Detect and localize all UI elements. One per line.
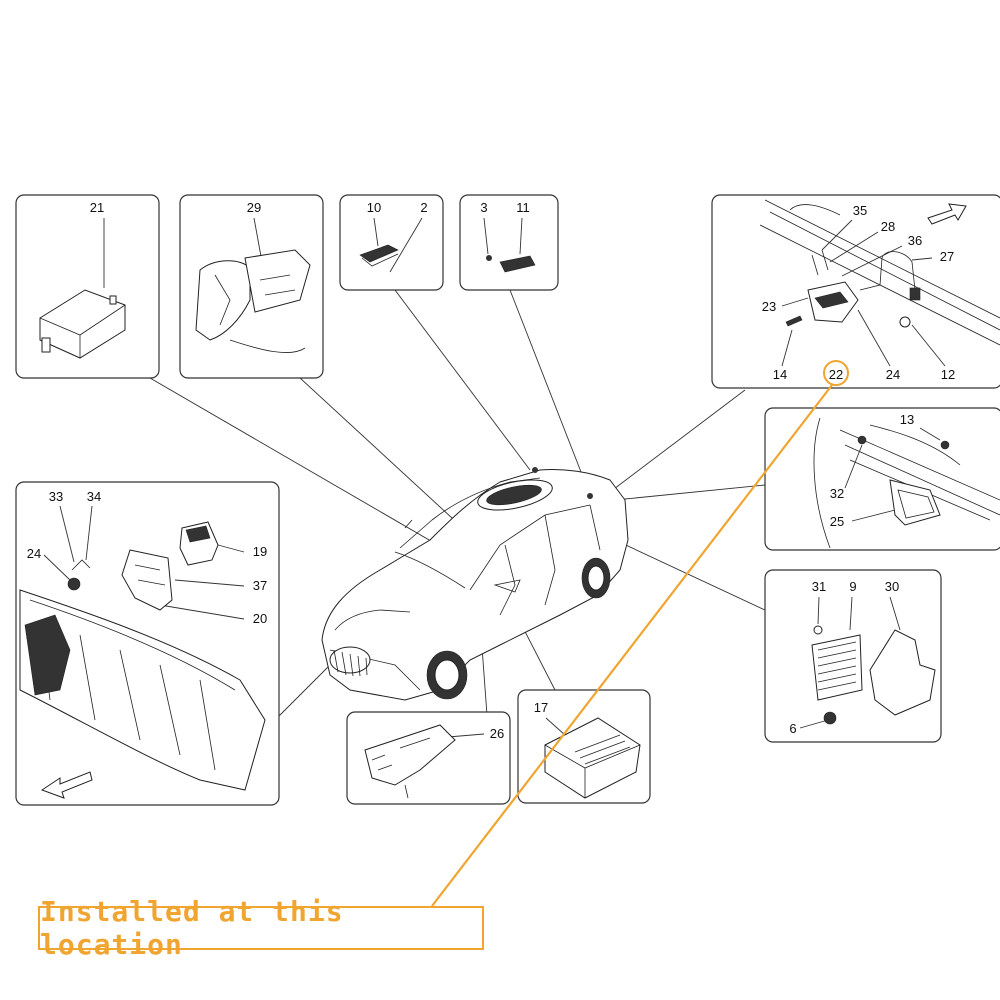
part-label-25: 25 (830, 514, 844, 529)
part-label-11: 11 (516, 200, 530, 215)
part-label-14: 14 (773, 367, 787, 382)
part-label-34: 34 (87, 489, 101, 504)
part-label-22: 22 (829, 367, 843, 382)
panel-part-22[interactable]: 35 28 36 27 23 14 22 24 12 (711, 194, 1000, 389)
vehicle-illustration (321, 467, 629, 701)
panel-part-17[interactable]: 17 (517, 689, 651, 804)
panel-part-25[interactable]: 13 32 25 (764, 407, 1000, 551)
direction-arrow-icon (40, 771, 93, 799)
part-label-28: 28 (881, 219, 895, 234)
callout-leader-line (431, 384, 833, 907)
part-label-33: 33 (49, 489, 63, 504)
panel-part-10[interactable]: 10 2 (339, 194, 444, 291)
highlight-circle-icon (823, 360, 849, 386)
panel-part-9[interactable]: 31 9 30 6 (764, 569, 942, 743)
part-label-27: 27 (940, 249, 954, 264)
part-label-24b: 24 (27, 546, 41, 561)
part-label-12: 12 (941, 367, 955, 382)
part-label-35: 35 (853, 203, 867, 218)
part-label-19: 19 (253, 544, 267, 559)
callout-text: Installed at this location (40, 895, 344, 961)
part-label-6: 6 (789, 721, 796, 736)
part-label-32: 32 (830, 486, 844, 501)
part-label-37: 37 (253, 578, 267, 593)
part-label-36: 36 (908, 233, 922, 248)
part-label-26: 26 (490, 726, 504, 741)
direction-arrow-icon (927, 203, 967, 225)
part-label-20: 20 (253, 611, 267, 626)
panel-part-21[interactable]: 21 (15, 194, 160, 379)
part-label-30: 30 (885, 579, 899, 594)
part-label-29: 29 (247, 200, 261, 215)
panel-part-24-grille[interactable]: 33 34 24 19 37 20 (15, 481, 280, 806)
leader-lines (149, 289, 766, 721)
installed-location-callout: Installed at this location (38, 895, 484, 961)
part-label-21: 21 (90, 200, 104, 215)
part-label-13: 13 (900, 412, 914, 427)
part-label-2: 2 (420, 200, 427, 215)
panel-part-29[interactable]: 29 (179, 194, 324, 379)
part-label-24: 24 (886, 367, 900, 382)
panel-part-26[interactable]: 26 (346, 711, 511, 805)
part-label-9: 9 (849, 579, 856, 594)
part-label-17: 17 (534, 700, 548, 715)
part-label-10: 10 (367, 200, 381, 215)
part-label-31: 31 (812, 579, 826, 594)
panel-part-11[interactable]: 3 11 (459, 194, 559, 291)
part-label-23: 23 (762, 299, 776, 314)
part-label-3: 3 (480, 200, 487, 215)
